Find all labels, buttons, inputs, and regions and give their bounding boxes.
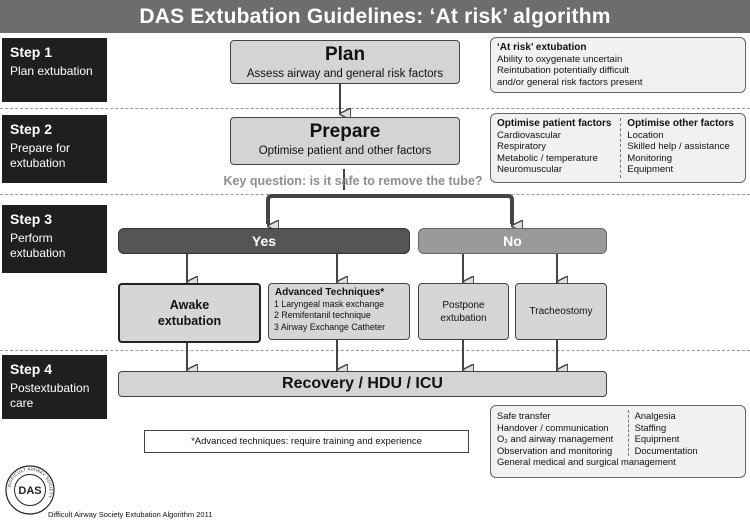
awake-line: extubation bbox=[157, 314, 222, 328]
prepare-subtitle: Optimise patient and other factors bbox=[258, 145, 432, 157]
das-logo: DIFFICULT AIRWAY SOCIETY DAS bbox=[5, 465, 55, 515]
step-4-title: Step 4 bbox=[10, 361, 53, 377]
care-right-column: Analgesia Staffing Equipment Documentati… bbox=[629, 410, 739, 456]
prepare-box: Prepare Optimise patient and other facto… bbox=[230, 117, 460, 165]
tracheostomy-label: Tracheostomy bbox=[529, 306, 593, 317]
advanced-item: 3 Airway Exchange Catheter bbox=[274, 321, 386, 332]
optimise-factors-box: Optimise patient factors Cardiovascular … bbox=[490, 113, 746, 183]
care-item: Safe transfer bbox=[497, 410, 551, 421]
care-item: Documentation bbox=[634, 444, 698, 456]
step-divider bbox=[0, 350, 750, 351]
optimise-patient-column: Optimise patient factors Cardiovascular … bbox=[491, 118, 622, 178]
step-divider bbox=[0, 108, 750, 109]
logo-letters: DAS bbox=[18, 485, 41, 497]
step-1-box: Step 1 Plan extubation bbox=[2, 38, 107, 102]
key-question: Key question: is it safe to remove the t… bbox=[223, 174, 483, 188]
awake-extubation-box: Awake extubation bbox=[118, 283, 261, 343]
care-item: Observation and monitoring bbox=[497, 444, 613, 456]
optimise-patient-item: Cardiovascular bbox=[497, 129, 561, 141]
diagram-title: DAS Extubation Guidelines: ‘At risk’ alg… bbox=[139, 4, 611, 28]
recovery-box: Recovery / HDU / ICU bbox=[118, 371, 607, 397]
step-3-title: Step 3 bbox=[10, 211, 53, 227]
optimise-patient-title: Optimise patient factors bbox=[497, 118, 612, 129]
step-4-desc: Postextubation care bbox=[10, 381, 90, 410]
care-left-column: Safe transfer Handover / communication O… bbox=[497, 410, 629, 457]
optimise-other-item: Location bbox=[627, 129, 664, 141]
step-2-box: Step 2 Prepare for extubation bbox=[2, 115, 107, 183]
title-banner: DAS Extubation Guidelines: ‘At risk’ alg… bbox=[0, 0, 750, 33]
optimise-other-column: Optimise other factors Location Skilled … bbox=[621, 118, 745, 178]
care-item: Staffing bbox=[634, 421, 667, 433]
care-item: Analgesia bbox=[634, 410, 676, 421]
yes-bar: Yes bbox=[118, 228, 410, 254]
recovery-label: Recovery / HDU / ICU bbox=[282, 375, 443, 392]
advanced-item: 2 Remifentanil technique bbox=[274, 310, 371, 320]
step-4-box: Step 4 Postextubation care bbox=[2, 355, 107, 419]
care-item: Handover / communication bbox=[497, 421, 609, 433]
awake-line: Awake bbox=[169, 298, 210, 312]
optimise-other-item: Monitoring bbox=[627, 152, 673, 164]
at-risk-title: ‘At risk’ extubation bbox=[497, 42, 587, 53]
step-2-title: Step 2 bbox=[10, 121, 53, 137]
postextubation-care-box: Safe transfer Handover / communication O… bbox=[490, 405, 746, 478]
no-bar: No bbox=[418, 228, 607, 254]
footnote-box: *Advanced techniques: require training a… bbox=[144, 430, 469, 453]
postpone-extubation-box: Postpone extubation bbox=[418, 283, 509, 340]
advanced-techniques-box: Advanced Techniques* 1 Laryngeal mask ex… bbox=[268, 283, 410, 340]
step-1-title: Step 1 bbox=[10, 44, 53, 60]
at-risk-line: Reintubation potentially difficult bbox=[497, 65, 630, 77]
step-1-desc: Plan extubation bbox=[10, 64, 93, 78]
postpone-line: Postpone bbox=[442, 299, 485, 311]
prepare-title: Prepare bbox=[309, 121, 381, 142]
care-item: Equipment bbox=[634, 433, 680, 445]
advanced-title: Advanced Techniques* bbox=[274, 287, 385, 298]
optimise-other-item: Skilled help / assistance bbox=[627, 141, 730, 153]
care-bottom-item: General medical and surgical management bbox=[497, 456, 676, 468]
tracheostomy-box: Tracheostomy bbox=[515, 283, 607, 340]
at-risk-line: Ability to oxygenate uncertain bbox=[497, 53, 623, 65]
step-3-desc: Perform extubation bbox=[10, 231, 66, 260]
plan-title: Plan bbox=[324, 44, 366, 65]
step-2-desc: Prepare for extubation bbox=[10, 141, 71, 170]
optimise-patient-item: Neuromuscular bbox=[497, 164, 563, 176]
at-risk-line: and/or general risk factors present bbox=[497, 76, 643, 88]
optimise-patient-item: Metabolic / temperature bbox=[497, 152, 598, 164]
advanced-item: 1 Laryngeal mask exchange bbox=[274, 298, 385, 309]
footer-credit: Difficult Airway Society Extubation Algo… bbox=[48, 510, 213, 519]
care-item: O₂ and airway management bbox=[497, 433, 614, 445]
footnote-text: *Advanced techniques: require training a… bbox=[191, 436, 422, 447]
optimise-other-title: Optimise other factors bbox=[627, 118, 734, 129]
plan-subtitle: Assess airway and general risk factors bbox=[246, 68, 444, 80]
optimise-patient-item: Respiratory bbox=[497, 141, 547, 153]
postpone-line: extubation bbox=[440, 312, 487, 324]
plan-box: Plan Assess airway and general risk fact… bbox=[230, 40, 460, 84]
at-risk-info-box: ‘At risk’ extubation Ability to oxygenat… bbox=[490, 37, 746, 93]
optimise-other-item: Equipment bbox=[627, 164, 674, 176]
step-3-box: Step 3 Perform extubation bbox=[2, 205, 107, 273]
